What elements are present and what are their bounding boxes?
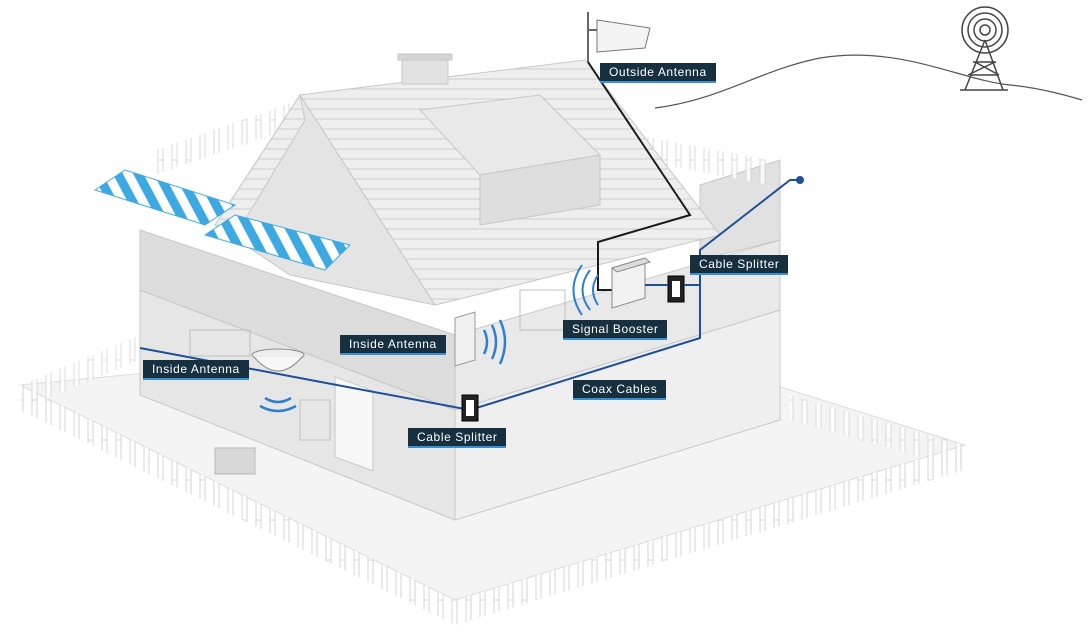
label-coax-cables: Coax Cables bbox=[573, 380, 667, 400]
cable-end-dot bbox=[796, 176, 804, 184]
splitter-icon-top bbox=[667, 275, 685, 303]
dome-antenna-icon bbox=[251, 348, 305, 372]
awning bbox=[93, 169, 351, 271]
signal-wave-icon bbox=[482, 319, 507, 365]
coax-cable bbox=[139, 179, 800, 412]
label-signal-booster: Signal Booster bbox=[563, 320, 668, 340]
cell-tower-icon bbox=[960, 6, 1009, 91]
antenna-cable bbox=[587, 61, 692, 291]
panel-antenna-icon bbox=[454, 311, 476, 367]
label-inside-antenna-upper: Inside Antenna bbox=[340, 335, 446, 355]
signal-wave-icon bbox=[259, 396, 297, 413]
outside-antenna-icon bbox=[587, 12, 651, 62]
label-cable-splitter-top: Cable Splitter bbox=[690, 255, 789, 275]
label-inside-antenna-lower: Inside Antenna bbox=[143, 360, 249, 380]
hill-line bbox=[654, 54, 1083, 109]
signal-booster-icon bbox=[610, 257, 652, 309]
signal-wave-icon bbox=[572, 264, 599, 316]
label-cable-splitter-bottom: Cable Splitter bbox=[408, 428, 507, 448]
interior-details bbox=[189, 289, 566, 441]
splitter-icon-bottom bbox=[461, 394, 479, 422]
label-outside-antenna: Outside Antenna bbox=[600, 63, 716, 83]
